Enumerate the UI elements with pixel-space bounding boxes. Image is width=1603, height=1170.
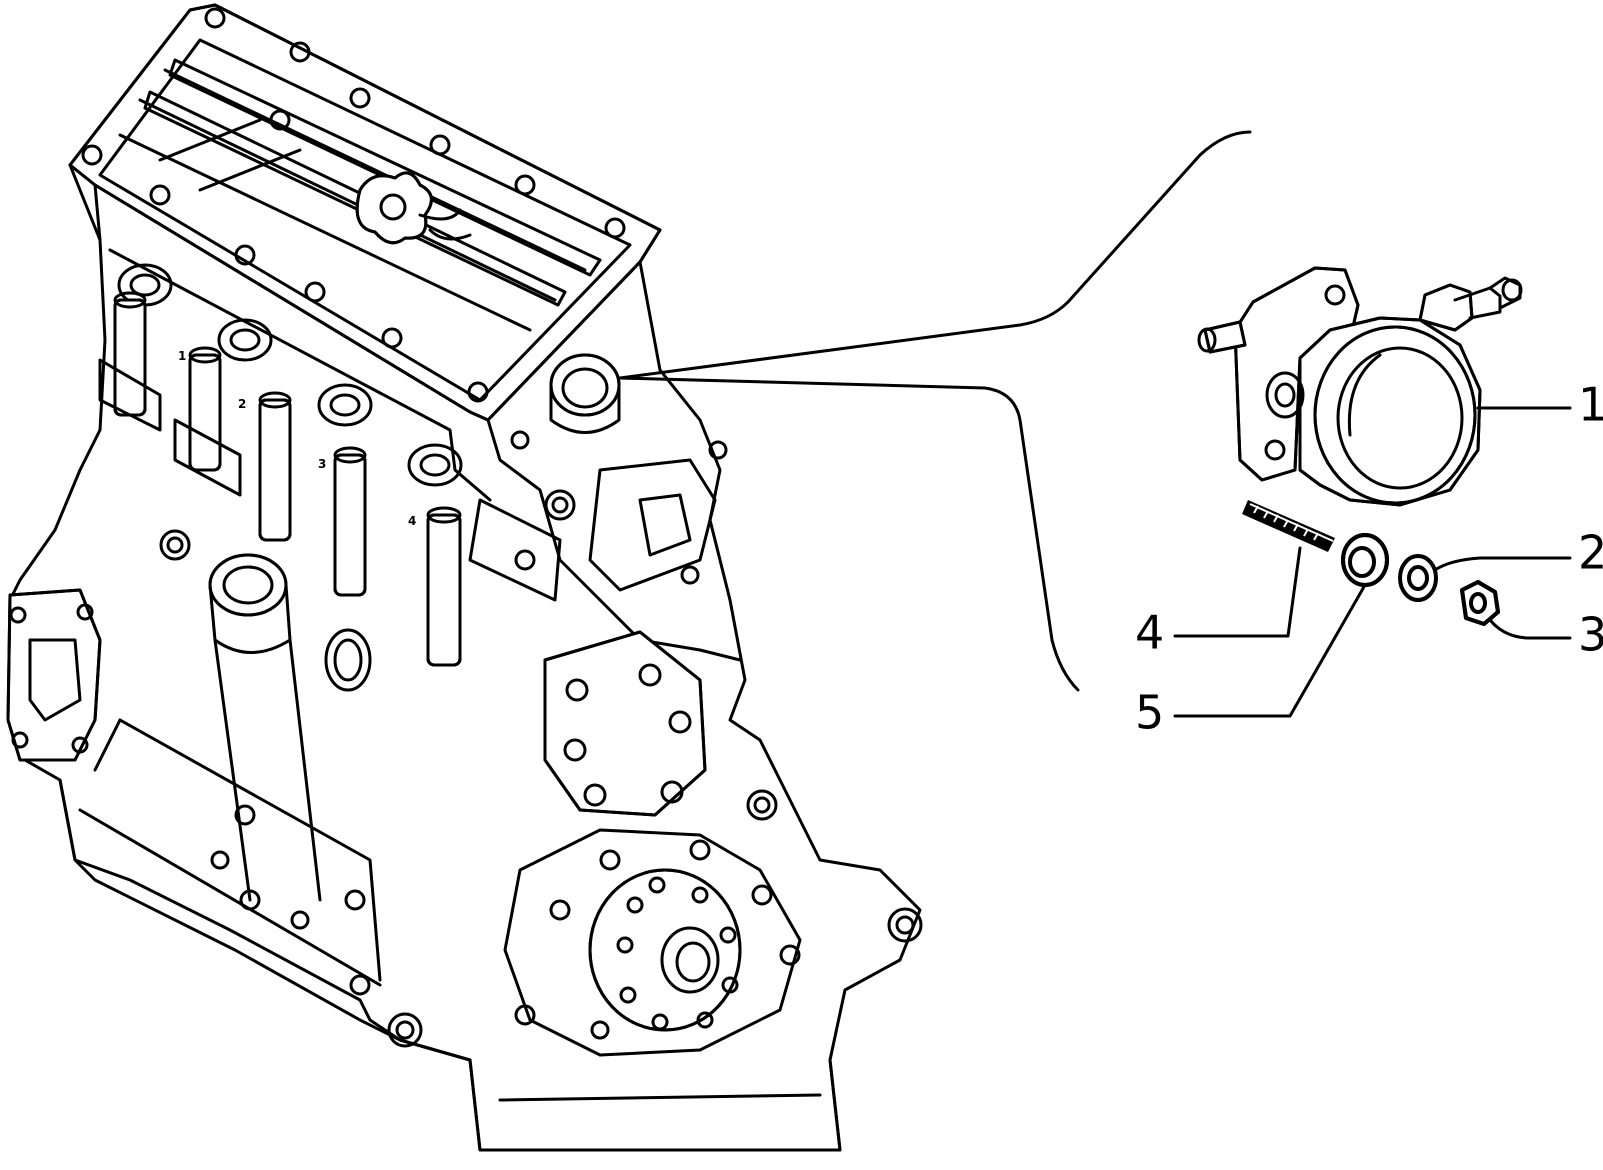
stud-part xyxy=(1242,500,1335,552)
cylinder-mark-3: 3 xyxy=(318,457,326,471)
engine-block-illustration: 1 2 3 4 xyxy=(6,3,923,1152)
crankshaft-pulley xyxy=(503,789,923,1057)
callout-number-5: 5 xyxy=(1135,686,1164,740)
valve-cover xyxy=(68,3,662,422)
injection-pump xyxy=(1197,266,1523,507)
valve-cover-bolts xyxy=(81,7,626,403)
oil-filler-cap xyxy=(355,171,472,245)
callout-number-1: 1 xyxy=(1578,378,1603,432)
leader-4 xyxy=(1173,546,1302,638)
valve-ports xyxy=(117,263,463,487)
cylinder-mark-4: 4 xyxy=(408,514,416,528)
front-cover xyxy=(543,630,707,817)
pump-location-leader xyxy=(618,130,1252,692)
callout-numbers: 1 2 3 4 5 xyxy=(1135,378,1603,740)
washer-part xyxy=(1341,533,1389,587)
callout-leaders xyxy=(1173,406,1572,718)
leader-3 xyxy=(1488,618,1572,640)
cylinder-mark-2: 2 xyxy=(238,397,246,411)
callout-number-4: 4 xyxy=(1135,606,1164,660)
block-details xyxy=(468,430,728,602)
nut-part xyxy=(1460,580,1500,626)
injector-columns xyxy=(98,291,462,667)
water-outlet xyxy=(208,553,372,902)
leader-2 xyxy=(1433,556,1572,572)
callout-number-2: 2 xyxy=(1578,526,1603,580)
pump-mounting-boss xyxy=(549,353,621,434)
oil-pan xyxy=(58,718,842,1152)
spring-washer-part xyxy=(1398,554,1438,602)
leader-5 xyxy=(1173,583,1367,718)
cylinder-mark-1: 1 xyxy=(178,349,186,363)
left-flange xyxy=(6,529,191,762)
callout-number-3: 3 xyxy=(1578,608,1603,662)
